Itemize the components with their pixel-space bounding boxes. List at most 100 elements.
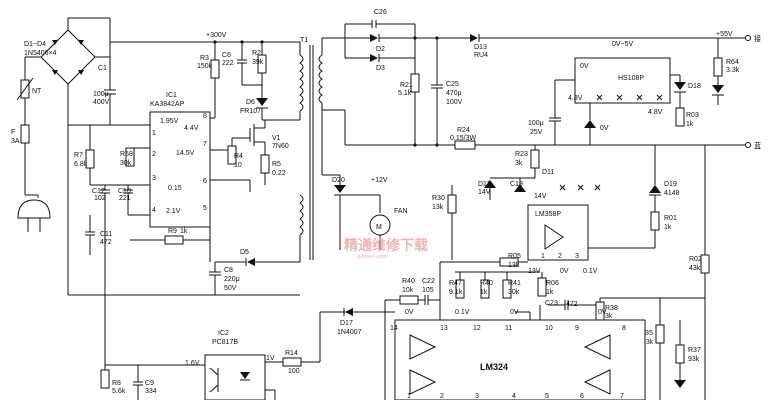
ic1-pin6: 6: [203, 178, 207, 185]
ntc-thermistor: [16, 57, 34, 125]
lm324-n9: 9: [575, 325, 579, 332]
r23-value: 3k: [515, 160, 523, 167]
c9-label: C9: [145, 380, 154, 387]
fan-label: FAN: [394, 208, 408, 215]
d18-label: D18: [688, 83, 701, 90]
lm324-n11: 11: [505, 325, 512, 332]
r47-label: R47: [449, 280, 462, 287]
r01-label: R01: [664, 215, 677, 222]
lm358p-chip: [527, 204, 589, 261]
d11b-label: D11: [478, 181, 490, 188]
ic1-pin5: 5: [203, 205, 207, 212]
r03-value: 1k: [686, 121, 694, 128]
lm358-pin1: 1: [541, 253, 545, 260]
d1d4-label: D1~D4: [24, 41, 46, 48]
v1-label: V1: [272, 135, 281, 142]
resistor-r8: [100, 369, 110, 389]
r14-label: R14: [285, 350, 298, 357]
diode-d18: [674, 82, 686, 90]
c8-value: 220μ: [224, 276, 240, 283]
d19-label: D19: [664, 181, 677, 188]
r3-value: 150k: [197, 63, 213, 70]
resistor-r64: [713, 57, 723, 77]
lm324-b7: 7: [620, 393, 624, 400]
ic1-label: IC1: [166, 92, 177, 99]
resistor-r01: [650, 211, 660, 231]
lm358-pin3: 3: [575, 253, 579, 260]
r35-value: 3.3k: [640, 339, 654, 346]
lm324-n12: 12: [473, 325, 481, 332]
pin-v-21: 2.1V: [166, 208, 181, 215]
c25-value: 470μ: [446, 90, 462, 97]
lm358-nc-marks: [559, 184, 601, 191]
r41-value: 30k: [508, 289, 520, 296]
resistor-r03: [675, 107, 685, 127]
lm324-n10: 10: [545, 325, 553, 332]
r64-label: R64: [726, 59, 739, 66]
diode-d3: [370, 54, 378, 62]
no-connect-marks: [596, 94, 663, 101]
zener-d11: [484, 180, 496, 188]
r4-value: 10: [234, 162, 242, 169]
r01-value: 1k: [664, 224, 672, 231]
resistor-r40: [399, 295, 419, 305]
bridge-rectifier: [25, 17, 110, 125]
pin-v-145: 14.5V: [176, 150, 195, 157]
mosfet-v1: [232, 119, 300, 155]
r38-label: R38: [605, 305, 618, 312]
resistor-r14: [282, 357, 302, 367]
d20-label: D20: [332, 177, 345, 184]
diode-d13: [470, 34, 478, 42]
resistor-r35: [655, 324, 665, 344]
resistor-r58: [125, 147, 135, 167]
fuse-label: F: [11, 129, 15, 136]
opamp-b: [583, 334, 611, 360]
r05-label: R05: [508, 253, 521, 260]
c26-label: C26: [374, 9, 387, 16]
diode-d6: [256, 98, 268, 106]
r5-value: 0.22: [272, 170, 286, 177]
c25-label: C25: [446, 81, 459, 88]
r5-label: R5: [272, 161, 281, 168]
lm324-b5: 5: [545, 393, 549, 400]
r58-label: R58: [120, 151, 133, 158]
resistor-r37: [675, 344, 685, 364]
d17-label: D17: [340, 320, 353, 327]
d19-part: 4148: [664, 190, 680, 197]
r02-label: R02: [689, 256, 702, 263]
c1-label: C1: [98, 65, 107, 72]
lm324-b3: 3: [475, 393, 479, 400]
ic1-pin4: 4: [152, 207, 156, 214]
lm324-v01b: 0.1V: [455, 309, 470, 316]
c19-symbol: [514, 184, 526, 192]
c11-value: 472: [100, 239, 112, 246]
bottom-right-diode: [674, 380, 686, 388]
c-25v-label: 25V: [530, 129, 543, 136]
diode-d2: [370, 34, 378, 42]
r9-label: R9: [168, 228, 177, 235]
v12-label: +12V: [371, 177, 388, 184]
r2-label: R2: [252, 50, 261, 57]
d5-label: D5: [240, 249, 249, 256]
r58-value: 30k: [120, 160, 132, 167]
r03-label: R03: [686, 112, 699, 119]
v55-label: +55V: [716, 31, 733, 38]
r23-label: R23: [515, 151, 528, 158]
d11b-voltage: 14V: [478, 189, 491, 196]
t1-label: T1: [300, 37, 308, 44]
diode-d20: [334, 185, 346, 193]
r21-label: R21: [400, 82, 413, 89]
v14-label: 14V: [534, 193, 547, 200]
r40-label: R40: [402, 278, 415, 285]
d17-part: 1N4007: [337, 329, 362, 336]
r14-value: 100: [288, 368, 300, 375]
capacitor-c1: [68, 18, 116, 126]
r9-value: 1k: [180, 228, 188, 235]
resistor-r06: [537, 277, 547, 297]
c1-value: 100μ: [93, 91, 109, 98]
ic1-pin1: 1: [152, 130, 156, 137]
c6-value: 222: [222, 60, 234, 67]
transformer-t1: [299, 42, 323, 260]
c1-voltage: 400V: [93, 99, 110, 106]
